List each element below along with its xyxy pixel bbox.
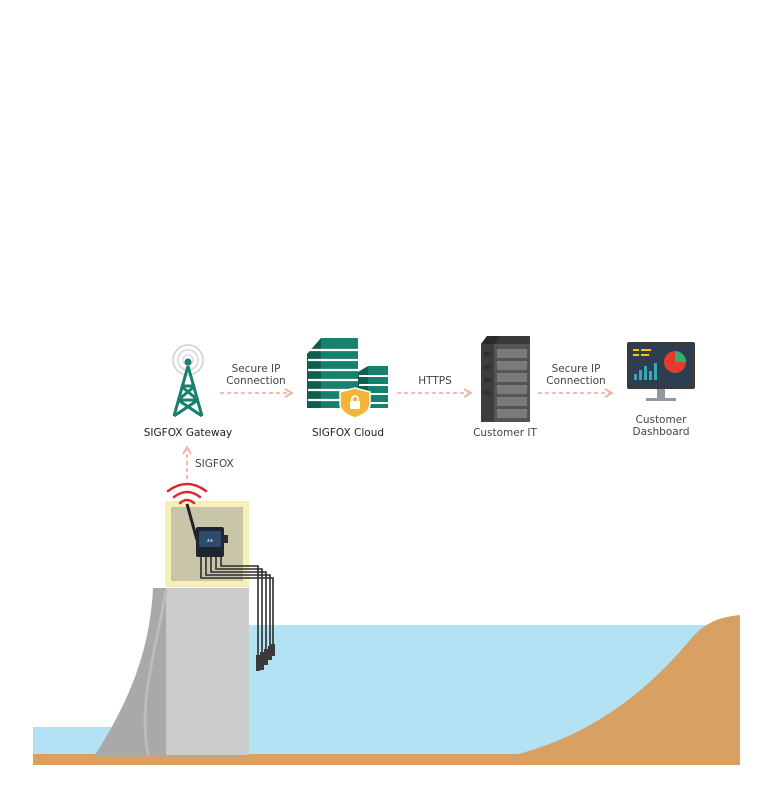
gateway-tower-icon bbox=[172, 344, 204, 418]
arrow-device-gateway bbox=[182, 445, 192, 479]
dashboard-legend bbox=[633, 349, 651, 356]
node-label-line-2: Dashboard bbox=[632, 426, 690, 438]
ground-strip bbox=[33, 754, 740, 765]
link-label-line-2: Connection bbox=[546, 375, 606, 387]
dam bbox=[95, 588, 249, 756]
dam-wall bbox=[166, 588, 249, 755]
arrow-gateway-cloud bbox=[220, 388, 294, 398]
link-label-cloud-it: HTTPS bbox=[400, 375, 470, 387]
dashboard-bars bbox=[634, 363, 657, 380]
arrow-cloud-it bbox=[397, 388, 473, 398]
link-label-gateway-cloud: Secure IP Connection bbox=[214, 363, 298, 387]
node-label-text: Customer IT bbox=[473, 427, 537, 439]
device-housing: ▲▲ bbox=[165, 482, 275, 671]
dashboard-pie bbox=[664, 351, 686, 373]
server-icon bbox=[481, 336, 530, 422]
node-label-cloud: SIGFOX Cloud bbox=[298, 427, 398, 439]
logger-port bbox=[222, 535, 228, 543]
tall-building bbox=[307, 338, 321, 408]
dashboard-monitor-icon bbox=[627, 342, 695, 401]
signal-icon bbox=[166, 482, 208, 505]
link-label-device-gateway: SIGFOX bbox=[195, 458, 234, 470]
connector-arrows bbox=[182, 388, 614, 479]
link-label-sigfox: SIGFOX bbox=[195, 458, 234, 470]
embankment bbox=[430, 615, 740, 765]
node-label-gateway: SIGFOX Gateway bbox=[128, 427, 248, 439]
node-label-dashboard: Customer Dashboard bbox=[616, 414, 706, 438]
node-label-line-1: Customer bbox=[635, 414, 687, 426]
link-label-it-dashboard: Secure IP Connection bbox=[534, 363, 618, 387]
link-label-line-2: Connection bbox=[226, 375, 286, 387]
node-label-text: SIGFOX Cloud bbox=[311, 427, 385, 439]
link-label-line-1: Secure IP bbox=[231, 363, 281, 375]
sensor-probes bbox=[256, 644, 275, 671]
node-label-text: SIGFOX Gateway bbox=[143, 427, 233, 439]
sensor-cables bbox=[200, 557, 274, 664]
logger-screen bbox=[199, 531, 221, 547]
link-label-line-1: Secure IP bbox=[551, 363, 601, 375]
arrow-it-dashboard bbox=[538, 388, 614, 398]
dam-curve bbox=[143, 589, 168, 756]
antenna bbox=[185, 503, 199, 541]
link-label-https: HTTPS bbox=[418, 375, 452, 387]
node-label-customer-it: Customer IT bbox=[460, 427, 550, 439]
logger-label: ▲▲ bbox=[207, 537, 214, 542]
dam-slope bbox=[95, 588, 168, 755]
cloud-buildings-icon bbox=[307, 338, 388, 419]
